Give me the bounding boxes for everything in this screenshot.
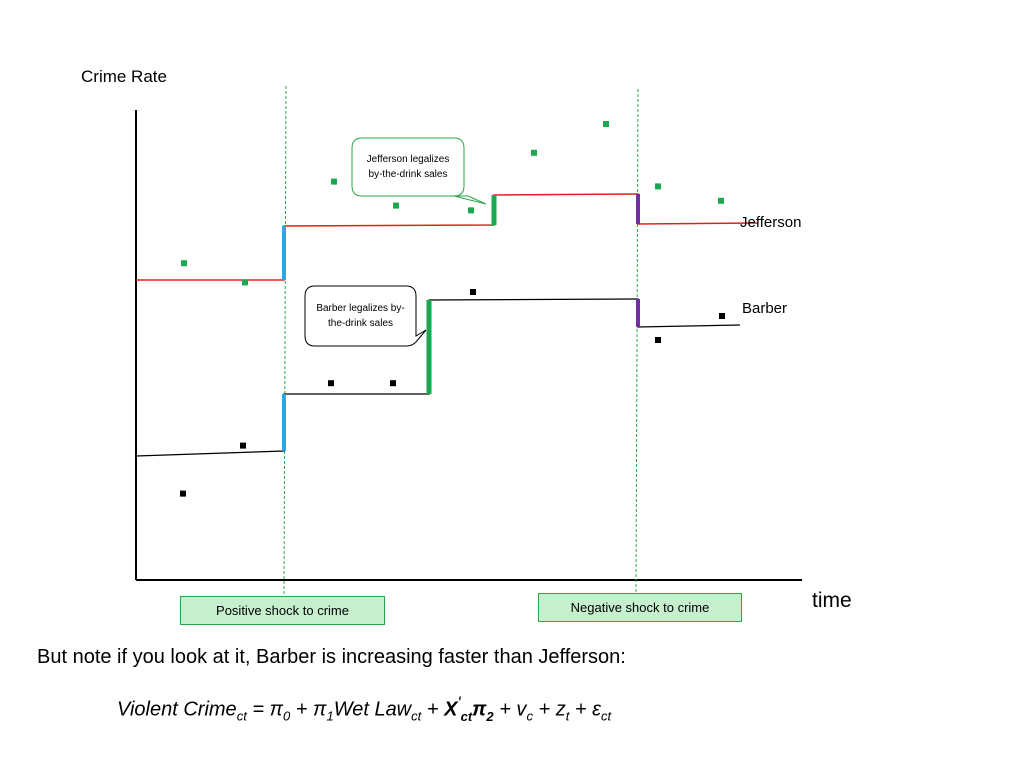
barber-point [180, 490, 186, 497]
jefferson-callout-bubble [351, 137, 487, 205]
jefferson-point [531, 149, 537, 156]
jefferson-point [393, 202, 399, 209]
barber-point [470, 289, 476, 295]
negative-shock-line [635, 88, 639, 595]
positive-shock-label: Positive shock to crime [180, 596, 385, 625]
jefferson-point [242, 279, 248, 286]
barber-point [240, 442, 246, 449]
jefferson-point [718, 197, 724, 204]
barber-callout-text: Barber legalizes by-the-drink sales [316, 303, 405, 329]
barber-point [719, 313, 725, 319]
jefferson-callout-text: Jefferson legalizes by-the-drink sales [366, 154, 450, 180]
jefferson-point [181, 260, 187, 267]
barber-point [655, 337, 661, 343]
y-axis-label: Crime Rate [81, 67, 167, 86]
negative-shock-label: Negative shock to crime [538, 593, 742, 622]
data-points [180, 121, 725, 497]
jefferson-point [468, 207, 474, 214]
jefferson-point [603, 121, 609, 127]
barber-trend-line [135, 298, 741, 457]
series-label-barber: Barber [742, 300, 788, 317]
positive-shock-line [283, 85, 287, 597]
jefferson-point [655, 183, 661, 190]
barber-point [328, 380, 334, 387]
regression-formula: Violent Crimect = π0 + π1Wet Lawct + X'c… [117, 693, 612, 724]
series-label-jefferson: Jefferson [740, 214, 802, 231]
barber-point [390, 380, 396, 387]
x-axis-label: time [812, 589, 852, 612]
jefferson-point [331, 178, 337, 185]
note-text: But note if you look at it, Barber is in… [37, 646, 626, 668]
barber-callout-bubble [304, 285, 427, 347]
jefferson-trend-line [136, 193, 759, 281]
